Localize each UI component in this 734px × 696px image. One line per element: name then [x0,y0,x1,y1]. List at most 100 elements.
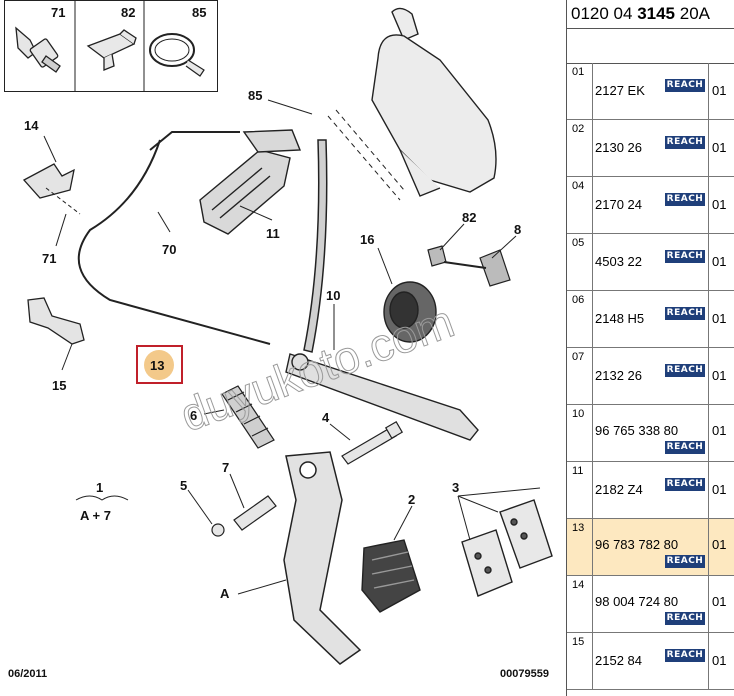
callout-70: 70 [162,242,176,257]
part-quantity: 01 [712,423,727,438]
callout-3: 3 [452,480,459,495]
part-reference[interactable]: 2182 Z4 [595,482,643,497]
reference-header: 0120 04 3145 20A [567,0,734,29]
callout-5: 5 [180,478,187,493]
part-reference[interactable]: 2127 EK [595,83,645,98]
part-quantity: 01 [712,653,727,668]
reach-badge: REACH [665,136,705,149]
header-bold: 3145 [637,4,676,23]
callout-2: 2 [408,492,415,507]
reach-badge: REACH [665,649,705,662]
part-index: 11 [567,462,593,518]
part-reference[interactable]: 2170 24 [595,197,642,212]
bushing [233,495,277,531]
callout-71: 71 [42,251,56,266]
braided-hose [303,139,328,353]
part-index: 05 [567,234,593,290]
reach-badge: REACH [665,441,705,454]
nut [211,523,225,537]
footer-code: 00079559 [500,668,549,680]
part-reference[interactable]: 4503 22 [595,254,642,269]
pedal-pad [361,539,421,613]
part-quantity: 01 [712,254,727,269]
qty-divider [708,576,709,632]
reach-badge: REACH [665,478,705,491]
part-index: 01 [567,63,593,119]
callout-4: 4 [322,410,330,425]
callout-14: 14 [24,118,39,133]
callout-A: A [220,586,230,601]
part-quantity: 01 [712,537,727,552]
part-reference[interactable]: 96 783 782 80 [595,537,679,552]
part-index: 06 [567,291,593,347]
callout-7: 7 [222,460,229,475]
diagram-canvas: 71 82 85 [15,0,553,665]
part-index: 14 [567,576,593,632]
reach-badge: REACH [665,307,705,320]
part-quantity: 01 [712,140,727,155]
icon-legend [4,0,218,92]
part-reference[interactable]: 2130 26 [595,140,642,155]
assist-spring [221,385,275,449]
pedal-cover-set [461,499,553,597]
part-index: 13 [567,519,593,575]
qty-divider [708,234,709,290]
selected-callout-box[interactable] [136,345,183,384]
bracket-clip [427,245,511,287]
qty-divider [708,633,709,689]
footer-date: 06/2011 [8,668,48,680]
header-prefix: 0120 04 [571,4,638,23]
qty-divider [708,177,709,233]
callout-85: 85 [248,88,262,103]
legend-number-82: 82 [121,5,135,20]
callout-1: 1 [96,480,103,495]
pedal-pushrod [285,353,479,441]
part-index: 02 [567,120,593,176]
part-index: 10 [567,405,593,461]
qty-divider [708,348,709,404]
callout-82: 82 [462,210,476,225]
callout-13[interactable]: 13 [150,358,164,373]
part-reference[interactable]: 96 765 338 80 [595,423,679,438]
parts-diagram: 71 82 85 [4,0,553,680]
part-reference[interactable]: 2132 26 [595,368,642,383]
bolt-icon[interactable] [15,26,61,73]
part-quantity: 01 [712,368,727,383]
header-spacer [567,29,734,64]
callout-8: 8 [514,222,521,237]
part-reference[interactable]: 2148 H5 [595,311,645,326]
qty-divider [708,462,709,518]
reach-badge: REACH [665,250,705,263]
support-bracket [27,297,85,345]
part-quantity: 01 [712,197,727,212]
selected-callout-dot [144,350,174,380]
leader-lines [43,99,541,595]
qty-divider [708,291,709,347]
callout-10: 10 [326,288,340,303]
qty-divider [708,405,709,461]
callout-11: 11 [266,226,280,241]
part-quantity: 01 [712,482,727,497]
part-reference[interactable]: 2152 84 [595,653,642,668]
reach-badge: REACH [665,79,705,92]
part-quantity: 01 [712,594,727,609]
pipe-clip [22,163,75,199]
clamp-ring-icon[interactable] [149,33,205,77]
part-reference[interactable]: 98 004 724 80 [595,594,679,609]
reach-badge: REACH [665,364,705,377]
clip-icon[interactable] [86,29,137,71]
reach-badge: REACH [665,193,705,206]
reach-badge: REACH [665,612,705,625]
